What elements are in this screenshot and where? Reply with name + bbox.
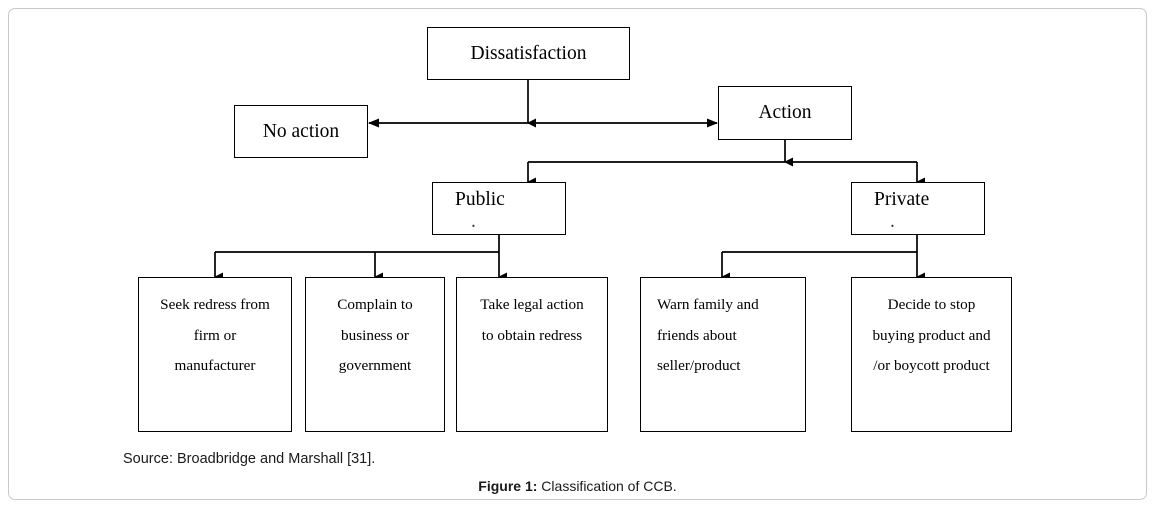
node-private-label: Private xyxy=(874,189,930,210)
node-private[interactable]: Private . xyxy=(851,182,985,235)
figure-caption-text: Classification of CCB. xyxy=(537,478,677,494)
node-private-mark: . xyxy=(890,211,895,233)
node-complain[interactable]: Complain to business or government xyxy=(305,277,445,432)
node-legal-action[interactable]: Take legal action to obtain redress xyxy=(456,277,608,432)
node-dissatisfaction[interactable]: Dissatisfaction xyxy=(427,27,630,80)
source-note: Source: Broadbridge and Marshall [31]. xyxy=(123,451,376,467)
node-no-action[interactable]: No action xyxy=(234,105,368,158)
node-warn-family-label: Warn family and friends about seller/pro… xyxy=(657,296,759,375)
node-action[interactable]: Action xyxy=(718,86,852,140)
node-warn-family[interactable]: Warn family and friends about seller/pro… xyxy=(640,277,806,432)
node-dissatisfaction-label: Dissatisfaction xyxy=(470,42,587,64)
node-no-action-label: No action xyxy=(262,120,340,142)
node-legal-action-label: Take legal action to obtain redress xyxy=(480,296,584,344)
node-boycott-label: Decide to stop buying product and /or bo… xyxy=(872,296,991,375)
figure-caption: Figure 1: Classification of CCB. xyxy=(0,478,1155,494)
node-public[interactable]: Public . xyxy=(432,182,566,235)
figure-caption-label: Figure 1: xyxy=(478,478,538,494)
node-boycott[interactable]: Decide to stop buying product and /or bo… xyxy=(851,277,1012,432)
node-seek-redress-label: Seek redress from firm or manufacturer xyxy=(160,296,270,375)
node-complain-label: Complain to business or government xyxy=(337,296,413,375)
node-public-mark: . xyxy=(471,211,476,233)
node-public-label: Public xyxy=(455,189,505,210)
node-action-label: Action xyxy=(758,102,812,124)
node-seek-redress[interactable]: Seek redress from firm or manufacturer xyxy=(138,277,292,432)
